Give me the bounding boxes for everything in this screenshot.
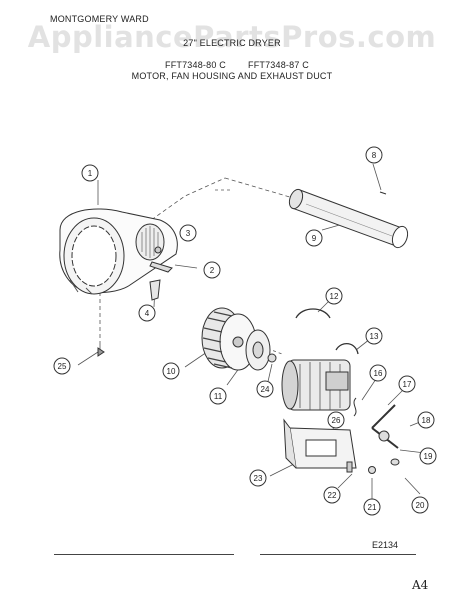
callout-3: 3 — [179, 224, 197, 242]
callout-12: 12 — [325, 287, 343, 305]
drive-motor-drawing — [281, 359, 351, 411]
svg-text:24: 24 — [261, 385, 270, 394]
brand-name: MONTGOMERY WARD — [50, 14, 149, 24]
callout-25: 25 — [53, 357, 71, 375]
diagram-title: 27" ELECTRIC DRYER — [183, 38, 281, 48]
callout-group: 1 2 3 4 8 9 10 11 12 13 16 17 18 19 20 2… — [53, 146, 437, 516]
callout-16: 16 — [369, 364, 387, 382]
callout-1: 1 — [81, 164, 99, 182]
pulley-drawing — [245, 329, 271, 371]
svg-text:1: 1 — [88, 169, 93, 178]
svg-text:12: 12 — [330, 292, 339, 301]
callout-4: 4 — [138, 304, 156, 322]
svg-text:22: 22 — [328, 491, 337, 500]
svg-text:8: 8 — [372, 151, 377, 160]
idler-arm-drawing — [371, 404, 399, 449]
diagram-code: E2134 — [372, 540, 399, 550]
model-number-2: FFT7348-87 C — [248, 60, 309, 70]
svg-text:13: 13 — [370, 332, 379, 341]
callout-18: 18 — [417, 411, 435, 429]
motor-clamp-drawing — [295, 308, 331, 319]
svg-text:3: 3 — [186, 229, 191, 238]
bolt-drawing — [346, 461, 353, 473]
svg-text:9: 9 — [312, 234, 317, 243]
callout-19: 19 — [419, 447, 437, 465]
idler-pulley-drawing — [390, 458, 400, 466]
washer-drawing — [267, 353, 277, 363]
callout-2: 2 — [203, 261, 221, 279]
callout-8: 8 — [365, 146, 383, 164]
svg-text:4: 4 — [145, 309, 150, 318]
exhaust-duct-drawing — [288, 188, 409, 249]
svg-text:18: 18 — [422, 416, 431, 425]
svg-text:23: 23 — [254, 474, 263, 483]
callout-24: 24 — [256, 380, 274, 398]
spring-drawing — [353, 397, 357, 417]
callout-22: 22 — [323, 486, 341, 504]
footer-rule-left — [54, 554, 234, 555]
screw-drawing — [97, 347, 105, 357]
section-title: MOTOR, FAN HOUSING AND EXHAUST DUCT — [131, 71, 333, 81]
page-label: A4 — [412, 578, 429, 592]
fan-housing-drawing — [59, 208, 178, 295]
svg-text:16: 16 — [374, 369, 383, 378]
callout-26: 26 — [327, 411, 345, 429]
watermark-text: AppliancePartsPros.com — [27, 20, 437, 54]
mounting-bracket-drawing — [149, 279, 161, 301]
callout-9: 9 — [305, 229, 323, 247]
svg-text:17: 17 — [403, 380, 412, 389]
callout-17: 17 — [398, 375, 416, 393]
svg-text:11: 11 — [214, 392, 223, 401]
svg-text:2: 2 — [210, 266, 215, 275]
svg-text:10: 10 — [167, 367, 176, 376]
model-number-1: FFT7348-80 C — [165, 60, 226, 70]
retainer-drawing — [368, 466, 376, 474]
callout-11: 11 — [209, 387, 227, 405]
svg-text:20: 20 — [416, 501, 425, 510]
svg-text:26: 26 — [332, 416, 341, 425]
footer-rule-right — [260, 554, 416, 555]
svg-text:21: 21 — [368, 503, 377, 512]
motor-mount-drawing — [283, 418, 357, 469]
callout-13: 13 — [365, 327, 383, 345]
svg-text:25: 25 — [58, 362, 67, 371]
svg-text:19: 19 — [424, 452, 433, 461]
callout-23: 23 — [249, 469, 267, 487]
callout-10: 10 — [162, 362, 180, 380]
callout-21: 21 — [363, 498, 381, 516]
housing-clamp-drawing — [149, 246, 173, 273]
callout-20: 20 — [411, 496, 429, 514]
